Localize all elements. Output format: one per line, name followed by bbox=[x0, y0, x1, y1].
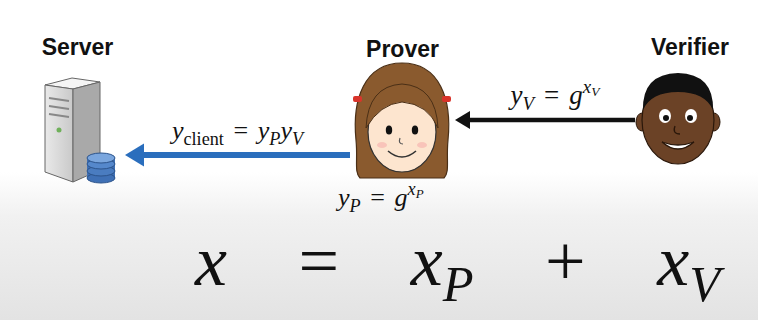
arrow-head bbox=[125, 144, 144, 167]
math-glyph: P bbox=[269, 129, 280, 149]
math-glyph: y bbox=[258, 116, 270, 145]
math-glyph bbox=[227, 221, 290, 301]
prover-face-part bbox=[388, 151, 416, 157]
math-glyph bbox=[388, 183, 395, 212]
math-glyph: i bbox=[197, 129, 202, 149]
server-icon-part bbox=[45, 85, 73, 182]
actor-name: Server bbox=[42, 34, 114, 62]
server-icon-part bbox=[49, 106, 69, 109]
verifier-face-part bbox=[685, 109, 697, 123]
arrow-glow bbox=[455, 114, 635, 126]
math-glyph: y bbox=[280, 116, 292, 145]
prover-face-part bbox=[353, 96, 362, 102]
verifier-face bbox=[636, 73, 720, 164]
math-glyph: + bbox=[536, 221, 594, 301]
math-glyph: = bbox=[367, 183, 388, 212]
verifier-face-part bbox=[674, 126, 680, 134]
math-glyph bbox=[594, 221, 657, 301]
verifier-face-part bbox=[663, 115, 669, 121]
prover-face-part bbox=[412, 126, 418, 135]
arrow-shaft bbox=[467, 118, 635, 123]
math-glyph: x bbox=[657, 221, 689, 301]
prover-face-part bbox=[386, 126, 392, 135]
math-glyph: y bbox=[338, 183, 350, 212]
math-glyph: t bbox=[219, 129, 224, 149]
actor-name: Prover bbox=[366, 36, 439, 64]
actor-name: Verifier bbox=[651, 34, 729, 62]
math-glyph: y bbox=[511, 80, 523, 110]
actor-node: Prover bbox=[350, 36, 455, 182]
math-glyph: x bbox=[408, 179, 416, 199]
prover-face-part bbox=[417, 142, 427, 148]
prover-face-part bbox=[399, 138, 403, 144]
math-glyph: x bbox=[195, 221, 227, 301]
key-equation: x = xP + xV bbox=[195, 222, 720, 301]
arrow-head bbox=[455, 111, 470, 129]
math-glyph bbox=[473, 221, 536, 301]
math-glyph: V bbox=[689, 256, 720, 312]
math-glyph bbox=[563, 80, 570, 110]
server-icon-part bbox=[49, 114, 69, 117]
arrow-connector bbox=[455, 111, 635, 129]
verifier-face-part bbox=[659, 109, 671, 123]
prover-face-part bbox=[377, 142, 387, 148]
math-glyph: = bbox=[541, 80, 563, 110]
arrow-shaft bbox=[140, 152, 350, 158]
math-glyph: n bbox=[210, 129, 219, 149]
math-glyph: V bbox=[591, 84, 599, 99]
prover-face-part bbox=[355, 63, 448, 178]
math-glyph: P bbox=[443, 256, 474, 312]
math-glyph: l bbox=[192, 129, 197, 149]
math-glyph: P bbox=[350, 196, 361, 216]
math-glyph bbox=[348, 221, 411, 301]
arrow-connector bbox=[125, 144, 350, 167]
verifier-face-part bbox=[687, 115, 693, 121]
math-glyph: P bbox=[416, 186, 424, 201]
server-icon-part bbox=[87, 153, 115, 163]
math-glyph: x bbox=[583, 76, 591, 97]
server-icon-part bbox=[49, 98, 69, 101]
actor-node: Verifier bbox=[635, 34, 745, 164]
math-glyph bbox=[361, 183, 368, 212]
math-glyph: = bbox=[230, 116, 251, 145]
edge-formula: yclient = yPyV bbox=[172, 117, 303, 146]
prover-face bbox=[353, 63, 451, 178]
math-glyph: e bbox=[202, 129, 210, 149]
prover-face-part bbox=[366, 84, 438, 128]
prover-face-part bbox=[442, 96, 451, 102]
math-glyph: g bbox=[569, 80, 583, 110]
math-glyph: V bbox=[292, 129, 303, 149]
math-glyph: c bbox=[183, 129, 191, 149]
math-glyph: x bbox=[411, 221, 443, 301]
math-glyph: g bbox=[395, 183, 408, 212]
math-glyph: y bbox=[172, 116, 184, 145]
math-glyph bbox=[251, 116, 258, 145]
edge-formula: yV = gxV bbox=[511, 81, 600, 111]
server-icon-part bbox=[57, 128, 62, 133]
math-glyph bbox=[224, 116, 231, 145]
math-glyph: = bbox=[290, 221, 348, 301]
verifier-face-part bbox=[643, 73, 713, 110]
verifier-face-part bbox=[662, 142, 694, 149]
actor-node: Server bbox=[30, 34, 125, 190]
formula-label: yP = gxP bbox=[338, 184, 424, 213]
server-icon bbox=[45, 78, 115, 183]
math-glyph: V bbox=[523, 93, 535, 114]
math-glyph bbox=[534, 80, 541, 110]
floor-band bbox=[0, 172, 758, 320]
